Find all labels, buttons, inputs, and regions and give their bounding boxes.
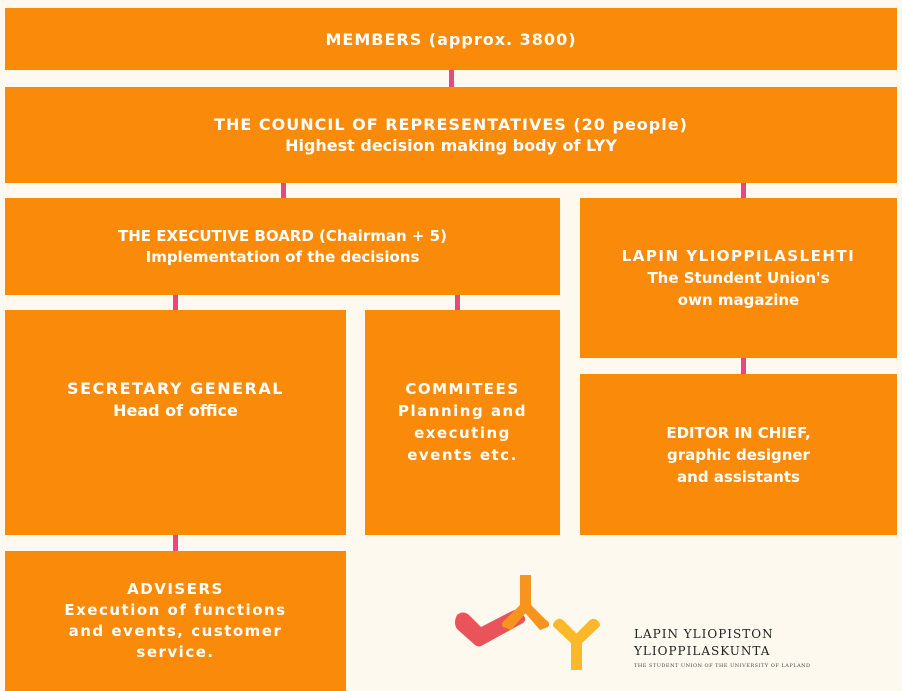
committees-line-4: events etc. — [407, 446, 518, 464]
council-title: THE COUNCIL OF REPRESENTATIVES (20 peopl… — [214, 115, 688, 134]
connector-magazine-editor — [741, 358, 746, 374]
editor-title: EDITOR IN CHIEF, — [666, 423, 811, 442]
connector-board-committees — [455, 295, 460, 310]
connector-council-board — [281, 183, 286, 198]
editor-box: EDITOR IN CHIEF, graphic designer and as… — [580, 374, 897, 535]
connector-council-magazine — [741, 183, 746, 198]
advisers-box: ADVISERS Execution of functions and even… — [5, 551, 346, 691]
council-box: THE COUNCIL OF REPRESENTATIVES (20 peopl… — [5, 87, 897, 183]
magazine-subtitle-1: The Stundent Union's — [647, 269, 830, 287]
logo-line-3: THE STUDENT UNION OF THE UNIVERSITY OF L… — [634, 663, 811, 669]
magazine-subtitle-2: own magazine — [677, 291, 800, 309]
logo-orange-shape — [501, 575, 550, 630]
editor-line-3: and assistants — [677, 467, 800, 486]
connector-secretary-advisers — [173, 535, 178, 551]
connector-members-council — [449, 70, 454, 87]
committees-box: COMMITEES Planning and executing events … — [365, 310, 560, 535]
connector-board-secretary — [173, 295, 178, 310]
logo-text: LAPIN YLIOPISTON YLIOPPILASKUNTA THE STU… — [634, 626, 811, 669]
editor-line-2: graphic designer — [667, 445, 810, 464]
secretary-general-subtitle: Head of office — [113, 401, 238, 420]
executive-board-title: THE EXECUTIVE BOARD (Chairman + 5) — [118, 226, 447, 245]
executive-board-subtitle: Implementation of the decisions — [145, 247, 420, 266]
logo-line-2: YLIOPPILASKUNTA — [634, 644, 771, 658]
members-box: MEMBERS (approx. 3800) — [5, 8, 897, 70]
magazine-box: LAPIN YLIOPPILASLEHTI The Stundent Union… — [580, 198, 897, 358]
committees-line-3: executing — [414, 424, 511, 442]
committees-line-2: Planning and — [398, 402, 527, 420]
advisers-line-4: service. — [136, 643, 215, 661]
secretary-general-box: SECRETARY GENERAL Head of office — [5, 310, 346, 535]
members-label: MEMBERS (approx. 3800) — [325, 29, 577, 49]
committees-title: COMMITEES — [405, 380, 520, 398]
advisers-line-2: Execution of functions — [64, 601, 287, 619]
advisers-title: ADVISERS — [127, 580, 224, 598]
logo-yellow-shape — [553, 618, 600, 670]
logo-line-1: LAPIN YLIOPISTON — [634, 627, 774, 641]
secretary-general-title: SECRETARY GENERAL — [67, 379, 284, 398]
council-subtitle: Highest decision making body of LYY — [285, 136, 617, 155]
executive-board-box: THE EXECUTIVE BOARD (Chairman + 5) Imple… — [5, 198, 560, 295]
magazine-title: LAPIN YLIOPPILASLEHTI — [621, 247, 856, 265]
advisers-line-3: and events, customer — [68, 622, 283, 640]
lyy-logo — [455, 575, 600, 670]
